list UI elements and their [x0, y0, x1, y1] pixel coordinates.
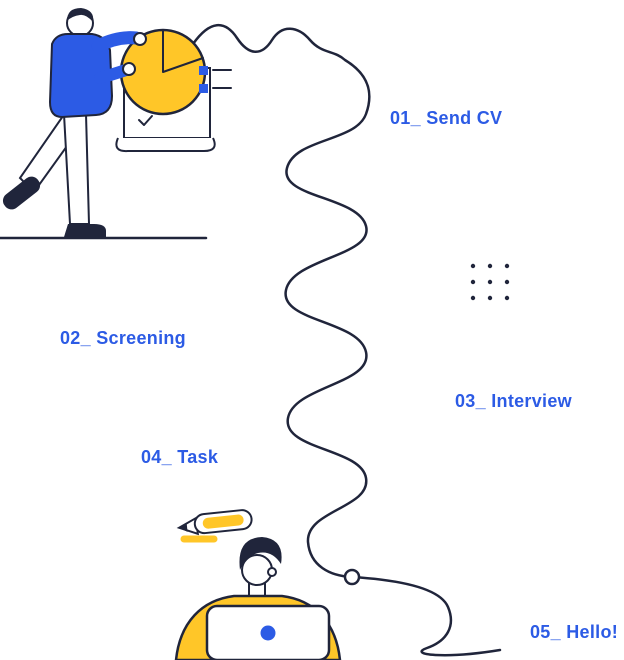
step-label-hello: 05_ Hello! [530, 622, 619, 642]
checklist-icon [199, 66, 232, 93]
step-label-task: 04_ Task [141, 447, 219, 467]
hair [239, 537, 282, 570]
person-at-laptop-illustration [174, 537, 342, 660]
laptop-logo-dot [260, 625, 276, 641]
step-label-send-cv: 01_ Send CV [390, 108, 503, 128]
path-node-circle [343, 568, 361, 586]
step-label-interview: 03_ Interview [455, 391, 572, 411]
sweater [48, 33, 114, 119]
hand-lower [122, 62, 136, 76]
hand-upper [133, 32, 147, 46]
ear [267, 567, 277, 577]
hair [67, 8, 94, 22]
front-shoe [64, 224, 106, 237]
dots-grid-decoration [470, 263, 510, 301]
standing-person [2, 8, 147, 237]
person-with-chart-illustration [0, 8, 232, 240]
laptop [205, 604, 331, 660]
wavy-process-path [191, 23, 502, 657]
back-shoe [2, 176, 41, 210]
pencil-icon [176, 509, 253, 543]
step-label-screening: 02_ Screening [60, 328, 186, 348]
check-mark-icon [138, 115, 153, 126]
